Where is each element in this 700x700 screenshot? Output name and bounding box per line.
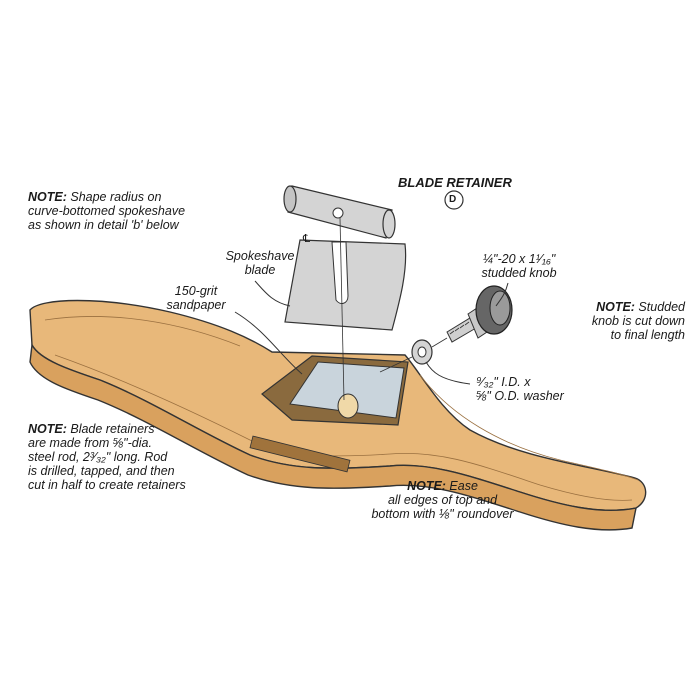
studded-knob	[446, 285, 513, 343]
note-studded-knob: NOTE: Studded knob is cut down to final …	[575, 300, 685, 342]
detail-marker-circle	[444, 190, 464, 210]
note-blade-retainers: NOTE: Blade retainers are made from ⅝"-d…	[28, 422, 186, 492]
note-text: all edges of top and	[387, 493, 498, 507]
note-text: to final length	[610, 328, 685, 342]
note-text: cut in half to create retainers	[28, 478, 186, 492]
label-line: 150-grit	[174, 284, 218, 298]
note-prefix: NOTE:	[28, 190, 67, 204]
note-text: is drilled, tapped, and then	[28, 464, 175, 478]
label-line: studded knob	[481, 266, 557, 280]
blade-retainer-rod	[283, 185, 396, 239]
note-prefix: NOTE:	[407, 479, 446, 493]
note-shape-radius: NOTE: Shape radius on curve-bottomed spo…	[28, 190, 185, 232]
label-line: ¼"-20 x 1¹⁄₁₆"	[482, 252, 556, 266]
note-text: knob is cut down	[591, 314, 685, 328]
note-text: Ease	[445, 479, 478, 493]
note-text: are made from ⅝"-dia.	[28, 436, 152, 450]
note-text: bottom with ⅛" roundover	[371, 507, 514, 521]
label-line: blade	[244, 263, 276, 277]
label-line: sandpaper	[166, 298, 226, 312]
label-line: ⁹⁄₃₂" I.D. x	[476, 375, 531, 389]
detail-marker-letter: D	[449, 194, 457, 205]
note-text: curve-bottomed spokeshave	[28, 204, 186, 218]
note-text: Studded	[634, 300, 685, 314]
note-prefix: NOTE:	[28, 422, 67, 436]
washer-label: ⁹⁄₃₂" I.D. x ⅝" O.D. washer	[476, 375, 564, 403]
sandpaper-label: 150-grit sandpaper	[156, 284, 236, 312]
blade-retainer-title: BLADE RETAINER	[398, 175, 512, 190]
washer	[411, 339, 433, 365]
label-line: Spokeshave	[225, 249, 295, 263]
note-text: as shown in detail 'b' below	[28, 218, 179, 232]
label-line: ⅝" O.D. washer	[476, 389, 564, 403]
note-ease-edges: NOTE: Ease all edges of top and bottom w…	[350, 479, 535, 521]
spokeshave-blade-label: Spokeshave blade	[222, 249, 298, 277]
note-prefix: NOTE:	[596, 300, 635, 314]
note-text: Blade retainers	[66, 422, 155, 436]
centerline-symbol: ℄	[303, 233, 311, 245]
note-text: Shape radius on	[66, 190, 162, 204]
retainer-hole	[337, 393, 359, 419]
studded-knob-label: ¼"-20 x 1¹⁄₁₆" studded knob	[474, 252, 564, 280]
note-text: steel rod, 2³⁄₃₂" long. Rod	[28, 450, 168, 464]
sandpaper-sheet	[289, 361, 405, 419]
spokeshave-body-side	[29, 342, 637, 531]
